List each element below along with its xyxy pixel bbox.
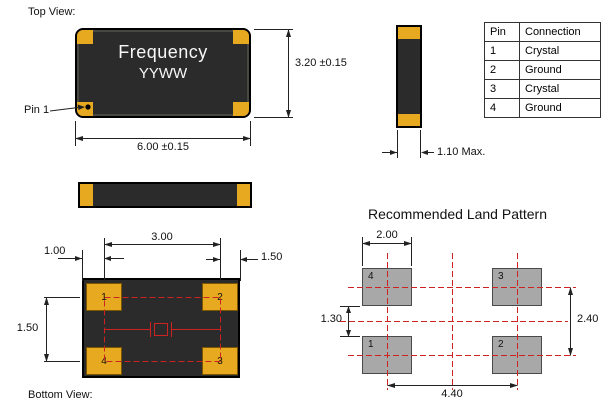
dim-label-land-pad-width: 2.00 [376, 229, 398, 241]
front-view-package [78, 182, 252, 208]
connection-header: Connection [519, 22, 601, 42]
connection-cell: Crystal [519, 41, 601, 61]
dim-label-vertical-pitch-bv: 1.50 [16, 322, 39, 334]
pad-3: 3 [202, 347, 238, 375]
pin-connection-table: Pin Connection 1 Crystal 2 Ground 3 Crys… [484, 22, 601, 118]
dim-label-body-height: 3.20 ±0.15 [295, 57, 347, 69]
metal-cap [398, 114, 420, 126]
pin-cell: 4 [484, 98, 520, 118]
pin1-leader-line [49, 107, 79, 112]
pad-2: 2 [202, 283, 238, 311]
corner-pad [77, 30, 93, 44]
metal-cap [237, 184, 250, 206]
bottom-view-label: Bottom View: [28, 389, 93, 401]
pin-header: Pin [484, 22, 520, 42]
top-view-label: Top View: [28, 6, 76, 18]
metal-cap [398, 27, 420, 39]
datecode-marking: YYWW [138, 65, 188, 82]
table-row: 4 Ground [484, 98, 601, 118]
pin-cell: 3 [484, 79, 520, 99]
dim-label-body-width: 6.00 ±0.15 [137, 141, 189, 153]
table-header-row: Pin Connection [484, 22, 601, 42]
land-pad-4: 4 [362, 268, 412, 306]
corner-pad [233, 30, 249, 44]
pad-1: 1 [86, 283, 122, 311]
dim-label-thickness: 1.10 Max. [437, 146, 486, 158]
land-pad-2: 2 [492, 336, 542, 374]
land-pattern-title: Recommended Land Pattern [368, 206, 547, 222]
metal-cap [80, 184, 93, 206]
pin-cell: 2 [484, 60, 520, 80]
dim-label-land-pad-gap: 1.30 [320, 313, 342, 325]
land-pad-1: 1 [362, 336, 412, 374]
side-view-package [396, 25, 422, 128]
dim-label-edge-offset: 1.00 [44, 245, 66, 257]
dim-label-pad-pitch: 3.00 [151, 231, 173, 243]
connection-cell: Ground [519, 98, 601, 118]
dim-label-land-vertical-pitch: 2.40 [577, 313, 599, 325]
pin1-label: Pin 1 [24, 104, 50, 116]
bottom-view-package: 1 2 4 3 [82, 278, 240, 378]
top-view-package: Frequency YYWW [75, 28, 251, 118]
table-row: 3 Crystal [484, 79, 601, 99]
pad-4: 4 [86, 347, 122, 375]
pin-table-container: Pin Connection 1 Crystal 2 Ground 3 Crys… [484, 22, 601, 118]
frequency-marking: Frequency [118, 42, 208, 62]
table-row: 2 Ground [484, 60, 601, 80]
dim-label-side-offset: 1.50 [261, 251, 283, 263]
connection-cell: Ground [519, 60, 601, 80]
package-marking: Frequency YYWW [77, 30, 249, 116]
land-pad-3: 3 [492, 268, 542, 306]
table-row: 1 Crystal [484, 41, 601, 61]
corner-pad [233, 102, 249, 116]
dim-label-land-horizontal-pitch: 4.40 [441, 388, 463, 400]
pin-cell: 1 [484, 41, 520, 61]
connection-cell: Crystal [519, 79, 601, 99]
